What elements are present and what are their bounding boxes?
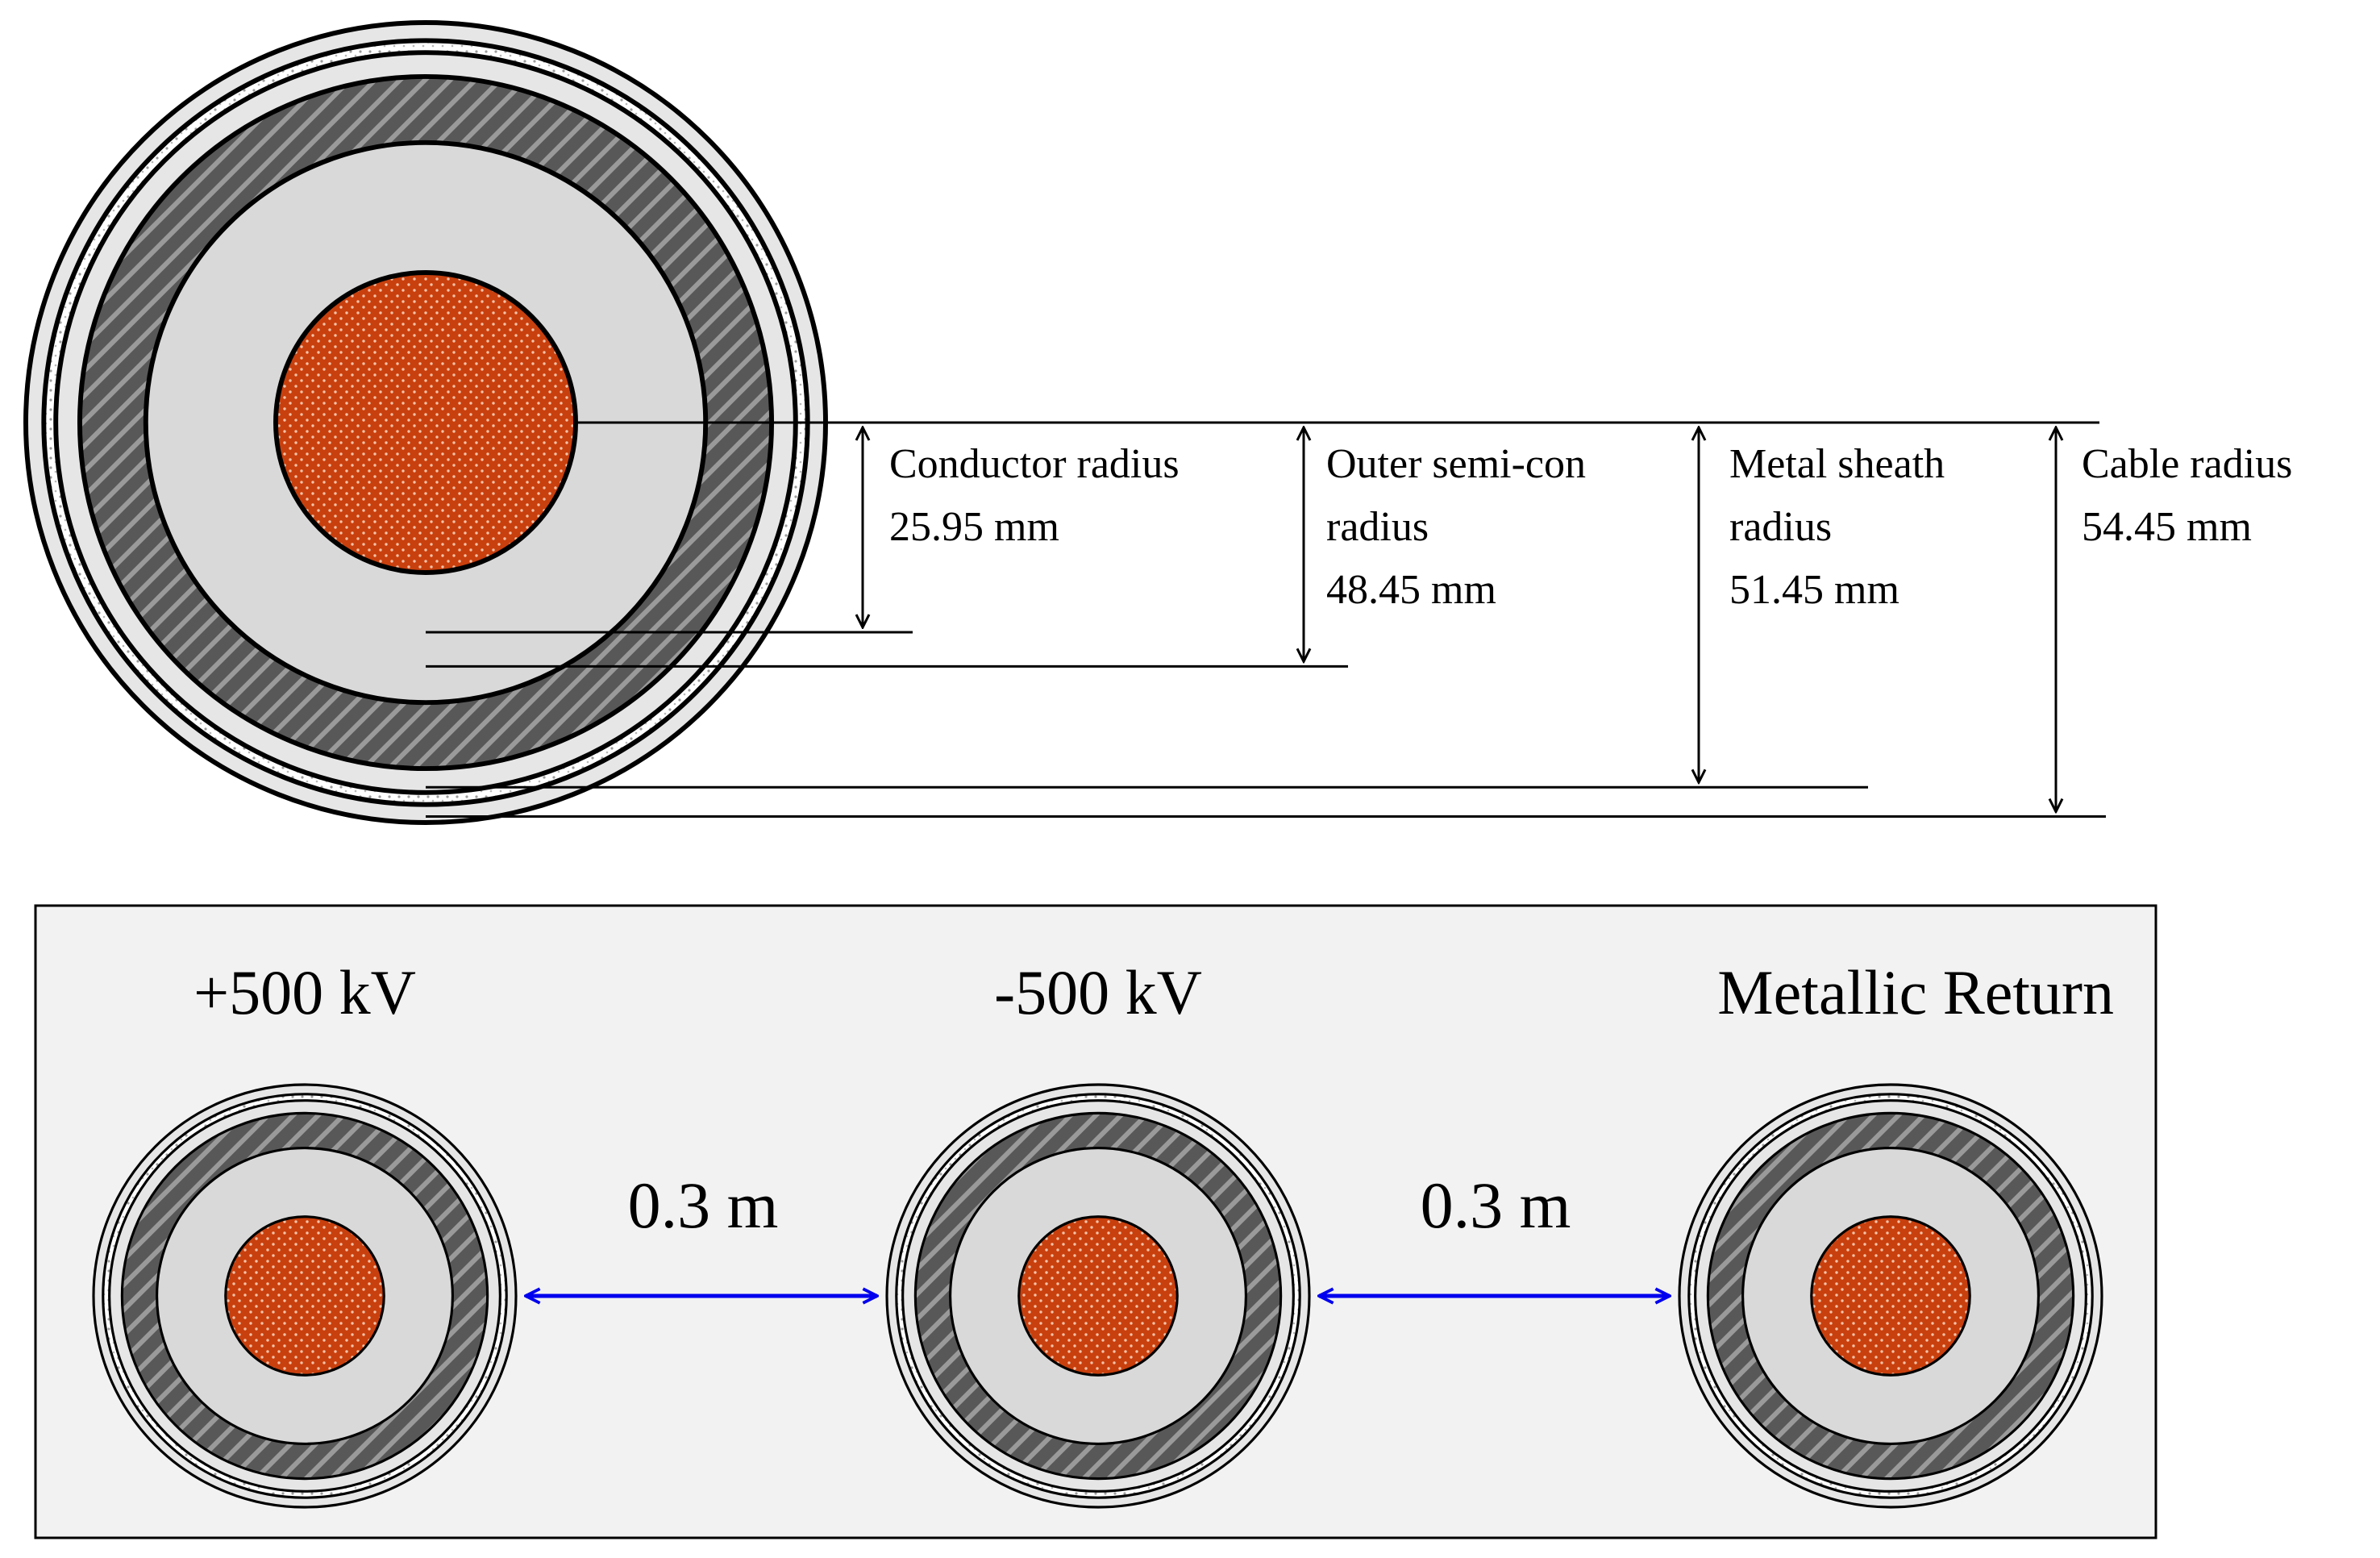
cable-radius-label: Cable radius 54.45 mm <box>2082 441 2303 550</box>
conductor-radius-label: Conductor radius 25.95 mm <box>889 441 1190 550</box>
dimension-labels: Conductor radius 25.95 mm Outer semi-con… <box>889 441 2303 613</box>
positive-pole-label: +500 kV <box>193 957 416 1027</box>
metallic-return-label: Metallic Return <box>1717 957 2114 1027</box>
main-conductor <box>273 270 578 575</box>
cable-cross-section <box>23 20 828 825</box>
cable-arrangement <box>92 1083 2103 1509</box>
outer-semicon-radius-label: Outer semi-con radius 48.45 mm <box>1326 441 1596 613</box>
negative-pole-label: -500 kV <box>994 957 1202 1027</box>
spacing-label-left: 0.3 m <box>628 1168 779 1242</box>
metal-sheath-radius-label: Metal sheath radius 51.45 mm <box>1729 441 1955 613</box>
cable-3-conductor <box>1810 1215 1971 1377</box>
cable-2-conductor <box>1017 1215 1179 1377</box>
cable-1-conductor <box>224 1215 385 1377</box>
spacing-label-right: 0.3 m <box>1421 1168 1571 1242</box>
dimension-lines <box>426 421 2106 819</box>
